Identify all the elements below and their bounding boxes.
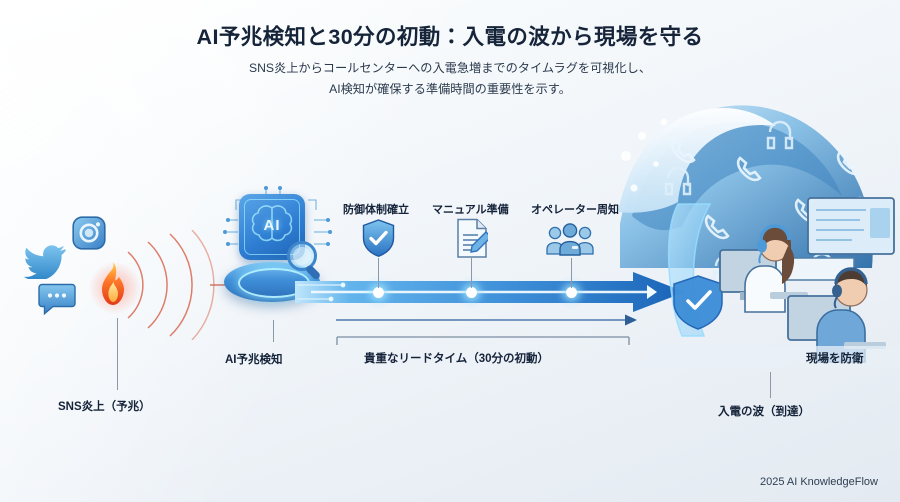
milestone-dot-2 xyxy=(466,287,477,298)
page-title: AI予兆検知と30分の初動：入電の波から現場を守る xyxy=(196,25,704,49)
milestone-stem-2 xyxy=(471,258,472,288)
shield-check-icon xyxy=(362,219,395,257)
milestone-dot-1 xyxy=(373,287,384,298)
leadtime-bracket xyxy=(336,336,630,345)
milestone-dot-3 xyxy=(566,287,577,298)
node-label-sns: SNS炎上（予兆） xyxy=(58,401,151,413)
ai-chip-label: AI xyxy=(263,217,281,234)
flame-icon xyxy=(102,262,124,305)
milestone-label-1: 防御体制確立 xyxy=(343,204,409,216)
wave-callcenter-scene xyxy=(618,105,900,368)
twitter-bird-icon xyxy=(24,245,66,279)
ai-leader-line xyxy=(273,320,274,342)
magnifier-icon xyxy=(287,241,320,280)
milestone-stem-3 xyxy=(571,258,572,288)
operator-female-icon xyxy=(719,224,808,313)
shield-barrier-badge xyxy=(673,275,723,330)
instagram-camera-icon xyxy=(72,216,106,250)
wave-leader-line xyxy=(770,372,771,398)
node-label-defend: 現場を防衛 xyxy=(806,353,864,365)
sns-leader-line xyxy=(117,318,118,390)
node-label-wave: 入電の波（到達） xyxy=(718,406,810,418)
chat-bubble-icon xyxy=(38,283,76,315)
subtitle-line-2: AI検知が確保する準備時間の重要性を示す。 xyxy=(329,82,571,97)
footer-credit: 2025 AI KnowledgeFlow xyxy=(759,476,878,488)
milestone-stem-1 xyxy=(378,258,379,288)
timeline-arrow xyxy=(295,272,685,312)
leadtime-label: 貴重なリードタイム（30分の初動） xyxy=(364,353,550,365)
leadtime-arrow xyxy=(336,314,637,326)
milestone-label-2: マニュアル準備 xyxy=(432,204,509,216)
document-pencil-icon xyxy=(457,218,488,258)
alert-wave-arcs xyxy=(127,230,244,340)
node-label-ai: AI予兆検知 xyxy=(225,354,283,366)
people-group-icon xyxy=(546,223,594,256)
page-subtitle: SNS炎上からコールセンターへの入電急増までのタイムラグを可視化し、 AI検知が… xyxy=(0,58,900,101)
subtitle-line-1: SNS炎上からコールセンターへの入電急増までのタイムラグを可視化し、 xyxy=(248,61,652,75)
milestone-label-3: オペレーター周知 xyxy=(531,204,619,216)
